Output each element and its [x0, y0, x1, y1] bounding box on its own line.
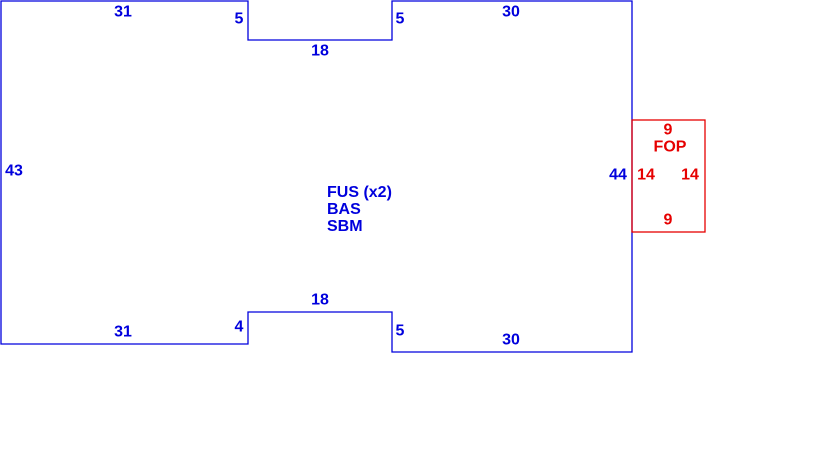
fop-edge-label-top: 9 [663, 121, 673, 139]
room-label: BAS [327, 201, 361, 218]
edge-label-bottom-right: 30 [502, 331, 520, 349]
edge-label-top-left: 31 [114, 3, 132, 21]
edge-label-right: 44 [609, 166, 627, 184]
room-label: SBM [327, 218, 363, 235]
fop-room-outline [631, 119, 706, 233]
main-room-outline [0, 0, 633, 353]
edge-label-bottom-notch: 18 [311, 291, 329, 309]
main-room-labels: FUS (x2) BAS SBM [327, 184, 392, 235]
edge-label-top-notch-left: 5 [234, 10, 244, 28]
edge-label-bottom-notch-right: 5 [395, 322, 405, 340]
fop-edge-label-left: 14 [637, 166, 655, 184]
edge-label-top-right: 30 [502, 3, 520, 21]
edge-label-top-notch-right: 5 [395, 10, 405, 28]
edge-label-bottom-notch-left: 4 [234, 318, 244, 336]
edge-label-bottom-left: 31 [114, 323, 132, 341]
edge-label-left: 43 [5, 162, 23, 180]
fop-edge-label-right: 14 [681, 166, 699, 184]
fop-label: FOP [653, 138, 687, 156]
fop-edge-label-bottom: 9 [663, 211, 673, 229]
room-label: FUS (x2) [327, 184, 392, 201]
edge-label-top-notch: 18 [311, 42, 329, 60]
